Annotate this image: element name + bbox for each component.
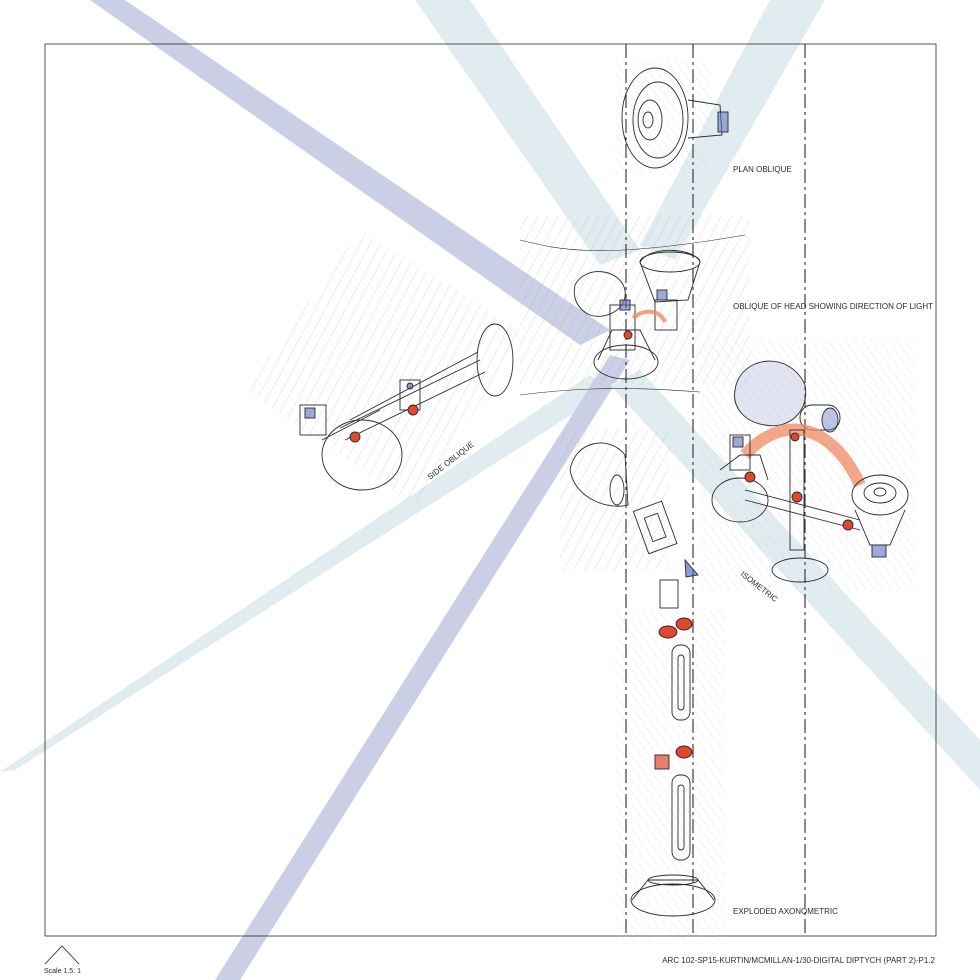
beam-light-lower-left <box>0 375 610 772</box>
sheet-footer: ARC 102-SP15-KURTIN/MCMILLAN-1/30-DIGITA… <box>662 956 935 965</box>
scale-label: Scale 1.5: 1 <box>44 968 81 975</box>
exploded-axonometric-drawing <box>630 579 716 917</box>
isometric-drawing <box>711 360 909 583</box>
label-plan-oblique: PLAN OBLIQUE <box>733 165 792 174</box>
label-exploded-axonometric: EXPLODED AXONOMETRIC <box>733 907 838 916</box>
isometric-head-parts <box>569 442 699 578</box>
beam-light-top <box>415 0 640 265</box>
sketch-hatching <box>245 60 915 945</box>
side-oblique-drawing <box>299 323 514 491</box>
beam-light-top-right <box>640 0 825 260</box>
plan-oblique-drawing <box>621 67 729 169</box>
north-arrow-icon <box>44 945 80 965</box>
head-oblique-drawing <box>519 234 746 396</box>
beam-blue-lower <box>215 355 630 980</box>
drawing-frame <box>44 43 937 937</box>
beam-blue-upper-left <box>90 0 610 345</box>
label-head-oblique: OBLIQUE OF HEAD SHOWING DIRECTION OF LIG… <box>733 302 933 311</box>
